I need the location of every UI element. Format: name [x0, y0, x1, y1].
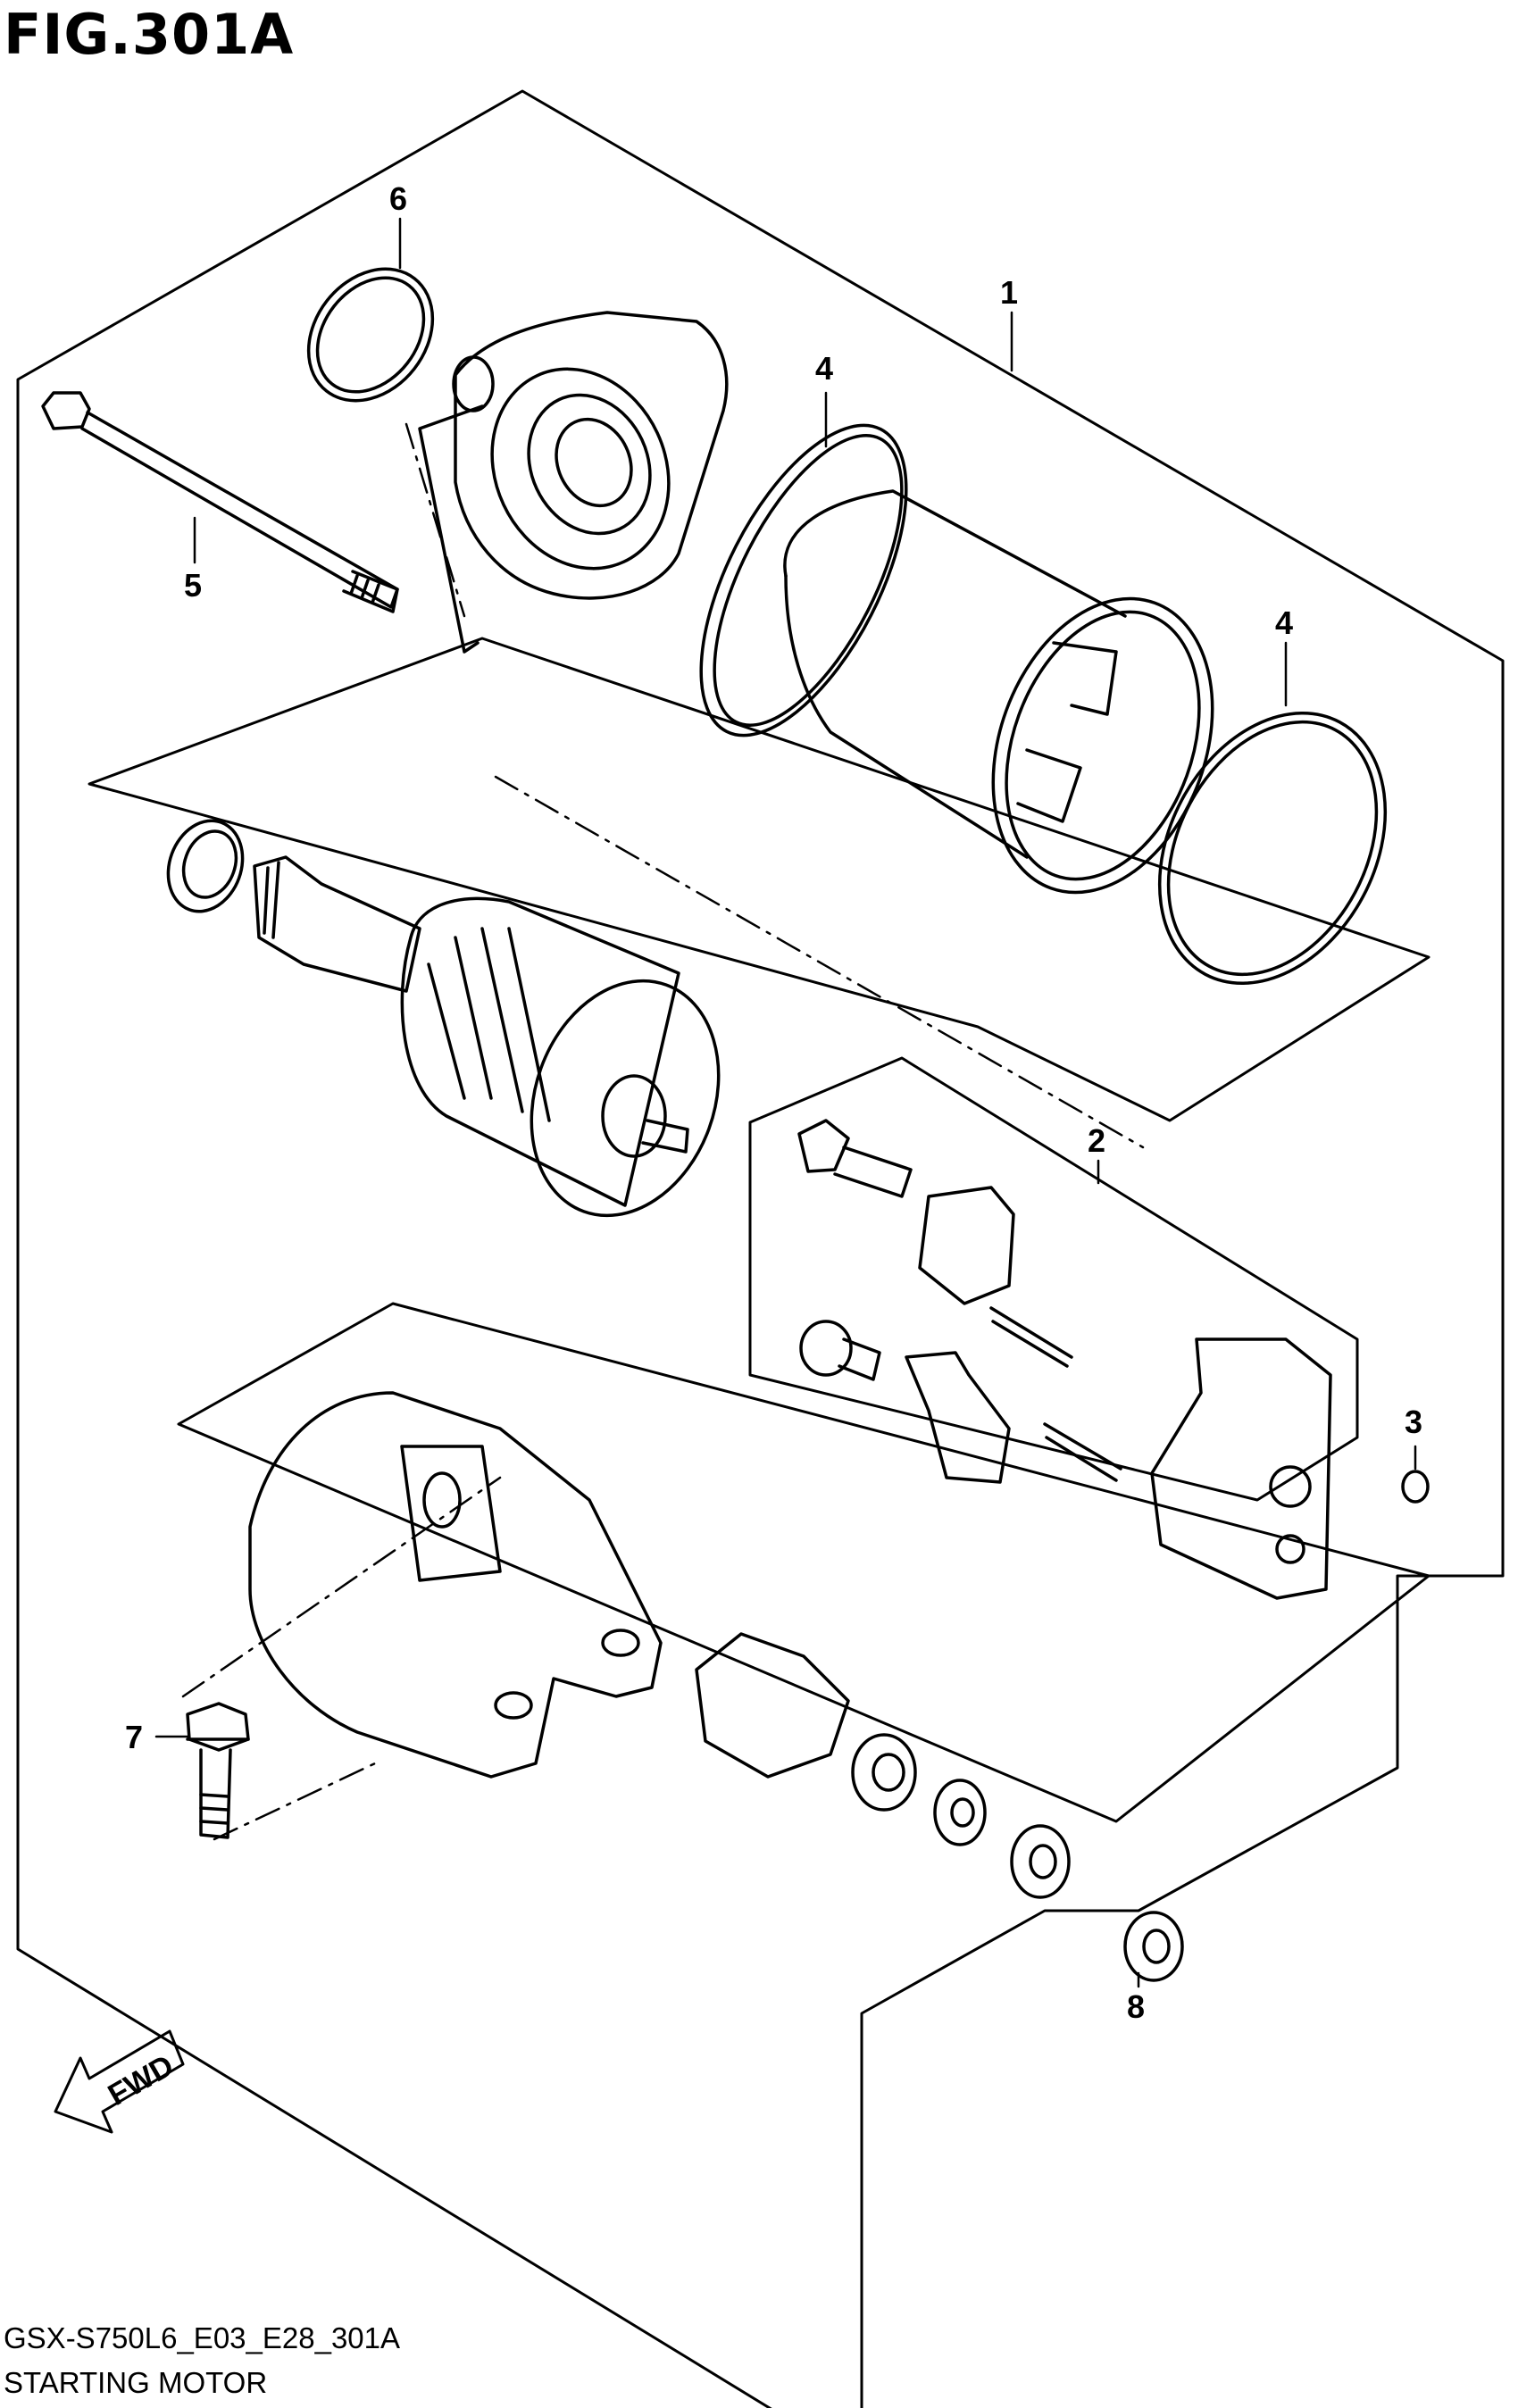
fwd-arrow-icon: FWD [54, 2029, 185, 2134]
bolt-part-7 [186, 1702, 250, 1839]
callout-1: 1 [1000, 274, 1018, 311]
callout-4-lower: 4 [1275, 604, 1293, 641]
brush-spring-lower [1043, 1422, 1122, 1482]
brush-lower-screw [799, 1320, 881, 1381]
rear-end-cover [248, 1391, 663, 1779]
callout-2: 2 [1088, 1122, 1105, 1159]
armature-group-box [88, 637, 1430, 1122]
callout-8: 8 [1127, 1988, 1145, 2025]
brush-lower [905, 1351, 1011, 1484]
figure-title: FIG.301A [4, 2, 295, 67]
front-bracket [418, 311, 729, 654]
nut-part-8 [1123, 1911, 1184, 1982]
brush-screw [797, 1119, 913, 1198]
armature [253, 855, 721, 1218]
brush-spring-upper [989, 1306, 1073, 1368]
callout-4-upper: 4 [815, 350, 833, 387]
terminal-nut [1010, 1824, 1071, 1899]
o-ring-part-6 [306, 267, 435, 403]
washer-small [933, 1779, 987, 1846]
o-ring-part-4-upper [699, 423, 908, 737]
small-o-ring-part-3 [1401, 1470, 1430, 1504]
axis-line [213, 1762, 377, 1841]
through-bolt-part-5 [41, 391, 399, 613]
assembly-outline [16, 89, 1505, 2408]
callout-5: 5 [184, 567, 202, 604]
fwd-label: FWD [103, 2048, 179, 2112]
circlip [166, 819, 245, 913]
axis-line [405, 422, 466, 618]
terminal-insulator [695, 1632, 850, 1779]
o-ring-part-4-lower [1157, 712, 1388, 985]
callout-3: 3 [1405, 1404, 1422, 1440]
washer-large [851, 1733, 917, 1812]
axis-line [494, 775, 1145, 1149]
yoke-housing [783, 489, 1214, 895]
brush-upper [918, 1186, 1015, 1305]
diagram-code: GSX-S750L6_E03_E28_301A [4, 2321, 401, 2354]
end-cover-group-box [177, 1302, 1430, 1823]
brush-holder-plate [1150, 1337, 1332, 1600]
callout-7: 7 [125, 1719, 143, 1755]
brush-holder-group-box [748, 1056, 1359, 1502]
axis-line [181, 1476, 502, 1698]
diagram-name: STARTING MOTOR [4, 2366, 268, 2399]
callout-6: 6 [389, 180, 407, 217]
